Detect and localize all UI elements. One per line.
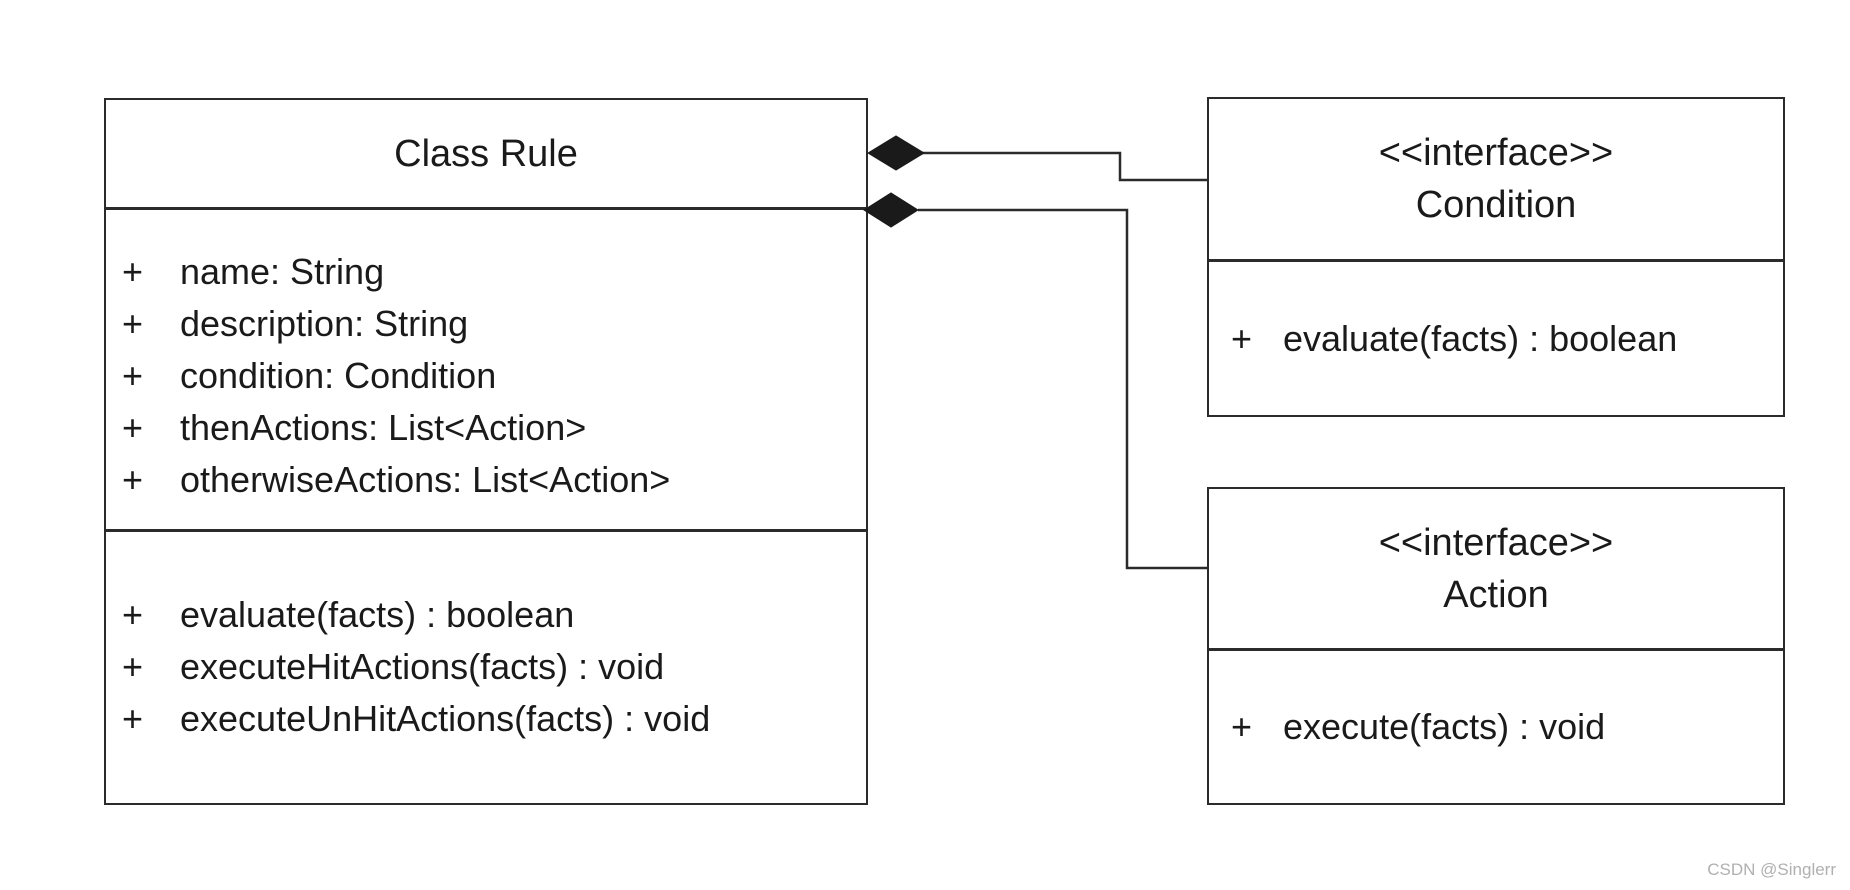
- attribute-text: otherwiseActions: List<Action>: [180, 459, 671, 500]
- action-interface-box: <<interface>> Action + execute(facts) : …: [1207, 487, 1785, 805]
- method-row: + evaluate(facts) : boolean: [106, 589, 866, 641]
- visibility-marker: +: [122, 594, 144, 635]
- rule-class-methods-compartment: + evaluate(facts) : boolean + executeHit…: [106, 532, 866, 803]
- method-text: evaluate(facts) : boolean: [180, 594, 575, 635]
- visibility-marker: +: [122, 251, 144, 292]
- action-name-label: Action: [1443, 573, 1549, 616]
- attribute-text: name: String: [180, 251, 385, 292]
- condition-interface-box: <<interface>> Condition + evaluate(facts…: [1207, 97, 1785, 417]
- method-row: + executeUnHitActions(facts) : void: [106, 693, 866, 745]
- attribute-text: condition: Condition: [180, 355, 497, 396]
- attribute-text: thenActions: List<Action>: [180, 407, 587, 448]
- condition-methods-compartment: + evaluate(facts) : boolean: [1209, 262, 1783, 415]
- composition-link-rule-condition: [922, 151, 1207, 182]
- method-row: + execute(facts) : void: [1209, 701, 1783, 753]
- action-title-compartment: <<interface>> Action: [1209, 489, 1783, 651]
- rule-class-attributes-compartment: + name: String + description: String + c…: [106, 210, 866, 532]
- condition-title-compartment: <<interface>> Condition: [1209, 99, 1783, 262]
- attribute-row: + condition: Condition: [106, 350, 866, 402]
- composition-diamond-icon: [867, 135, 925, 171]
- visibility-marker: +: [1231, 706, 1253, 747]
- attribute-row: + thenActions: List<Action>: [106, 402, 866, 454]
- method-text: execute(facts) : void: [1283, 706, 1606, 747]
- action-methods-compartment: + execute(facts) : void: [1209, 651, 1783, 803]
- rule-class-name-label: Class Rule: [394, 132, 578, 175]
- rule-class-title-compartment: Class Rule: [106, 100, 866, 210]
- visibility-marker: +: [122, 407, 144, 448]
- visibility-marker: +: [122, 646, 144, 687]
- rule-class-box: Class Rule + name: String + description:…: [104, 98, 868, 805]
- visibility-marker: +: [122, 459, 144, 500]
- attribute-row: + otherwiseActions: List<Action>: [106, 454, 866, 506]
- visibility-marker: +: [122, 303, 144, 344]
- method-text: evaluate(facts) : boolean: [1283, 317, 1678, 359]
- method-row: + evaluate(facts) : boolean: [1209, 313, 1783, 365]
- method-row: + executeHitActions(facts) : void: [106, 641, 866, 693]
- visibility-marker: +: [122, 355, 144, 396]
- method-text: executeHitActions(facts) : void: [180, 646, 665, 687]
- composition-diamond-icon: [863, 192, 919, 228]
- attribute-row: + name: String: [106, 246, 866, 298]
- visibility-marker: +: [122, 698, 144, 739]
- watermark-label: CSDN @Singlerr: [1707, 860, 1836, 879]
- attribute-text: description: String: [180, 303, 469, 344]
- attribute-row: + description: String: [106, 298, 866, 350]
- composition-link-rule-action: [918, 208, 1207, 570]
- method-text: executeUnHitActions(facts) : void: [180, 698, 711, 739]
- visibility-marker: +: [1231, 317, 1253, 359]
- condition-name-label: Condition: [1415, 184, 1577, 226]
- stereotype-label: <<interface>>: [1378, 521, 1614, 564]
- stereotype-label: <<interface>>: [1378, 132, 1614, 174]
